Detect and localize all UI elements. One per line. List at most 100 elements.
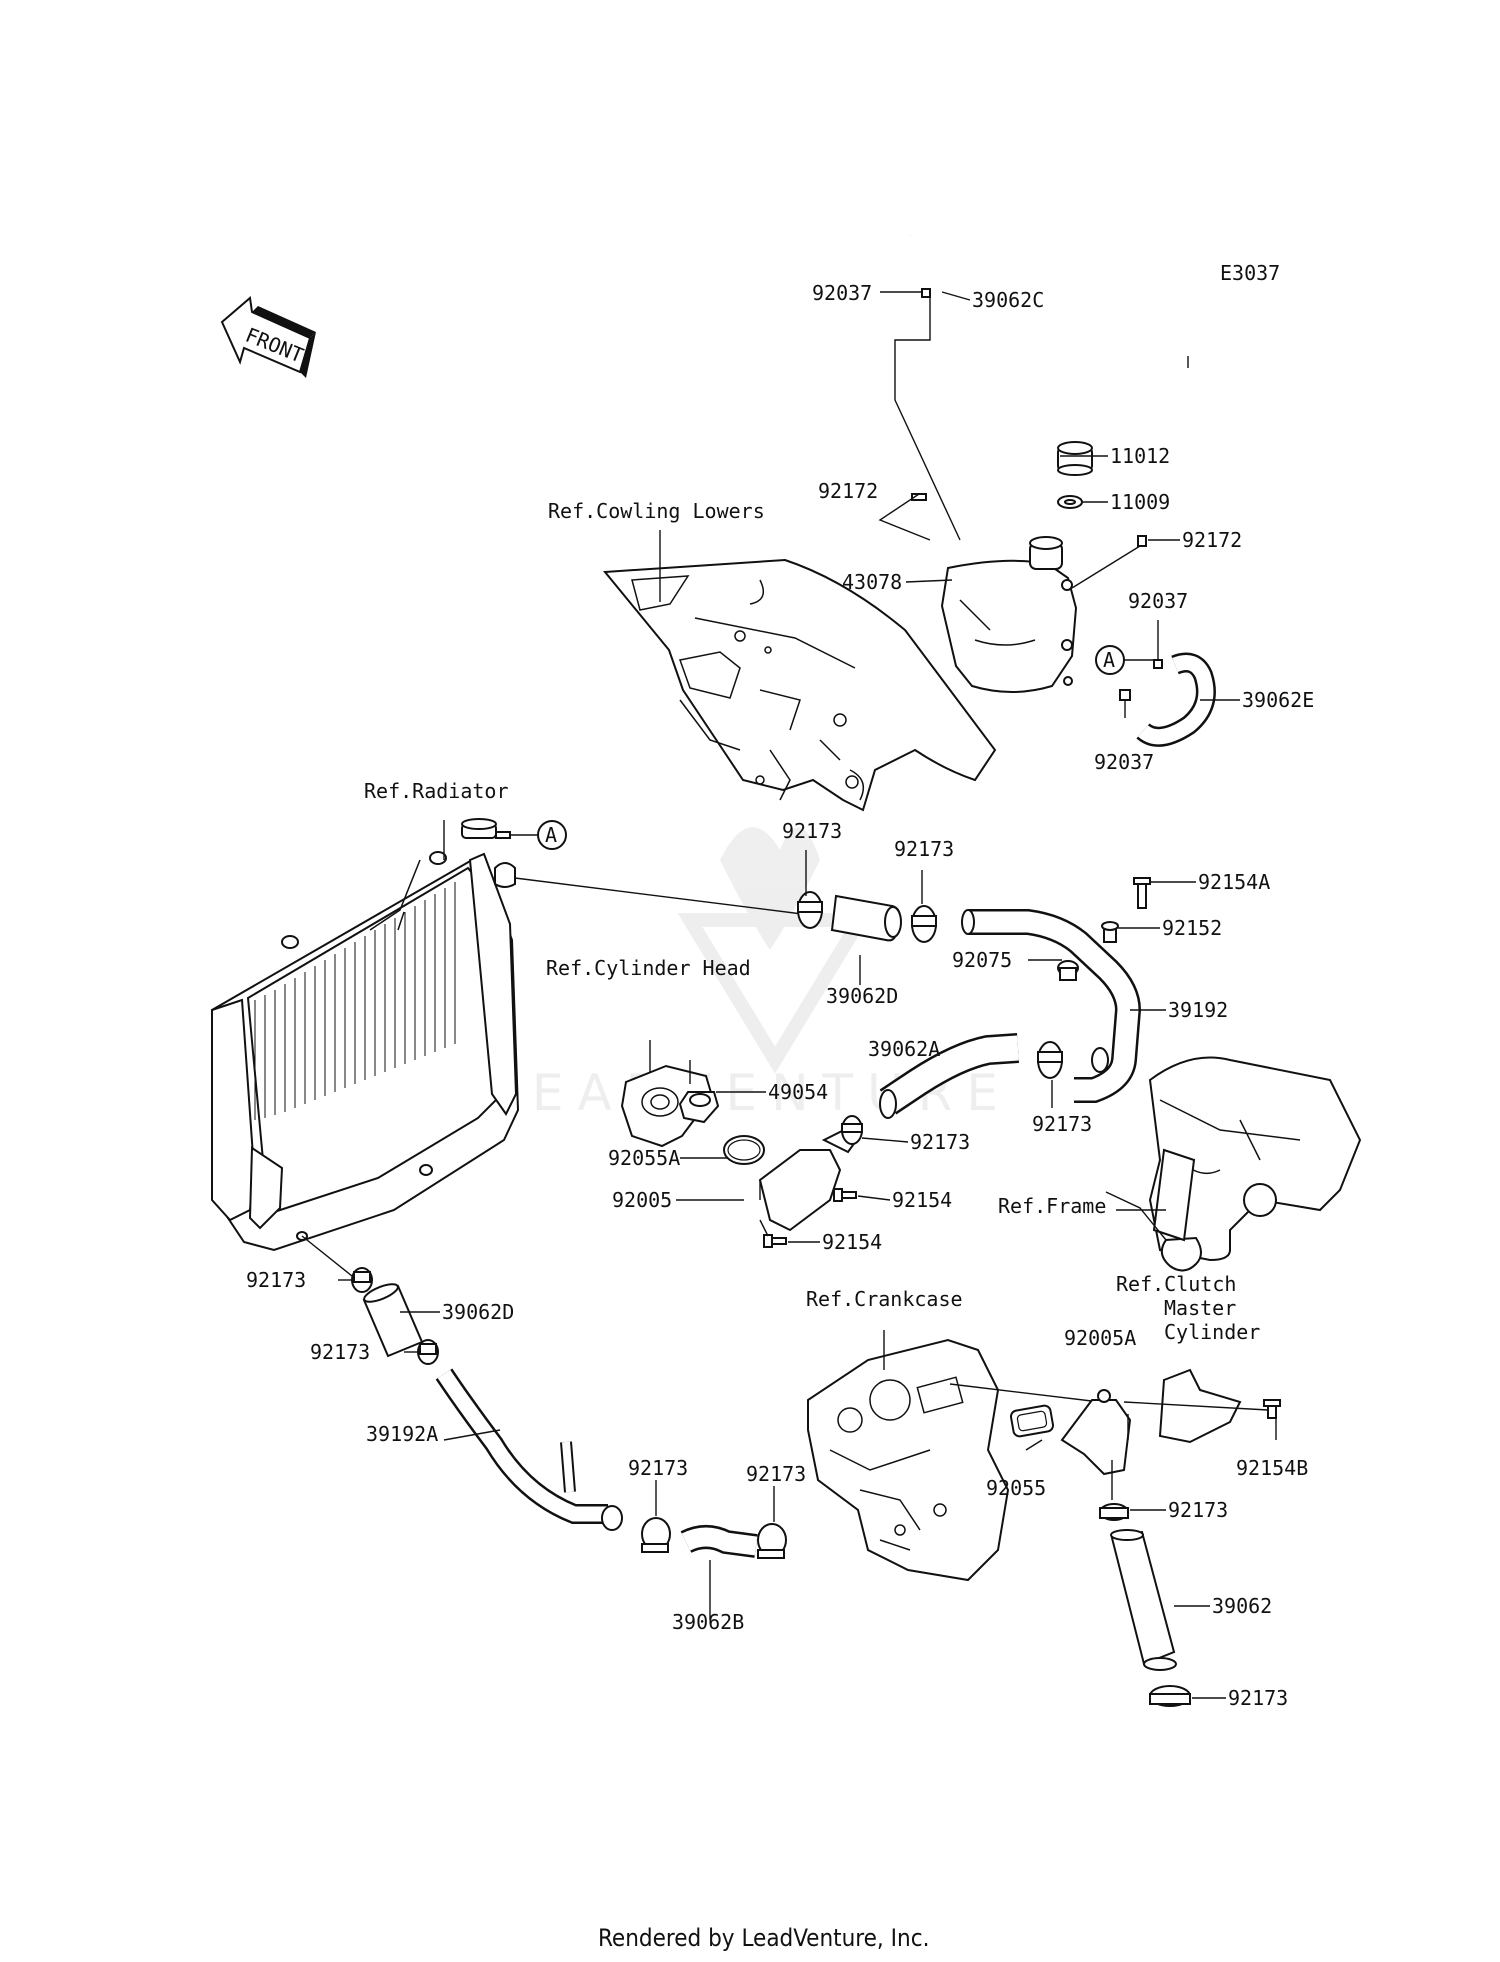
grommet-92075 — [1057, 960, 1079, 981]
pipe-39192 — [961, 909, 1142, 1103]
label-92075: 92075 — [952, 948, 1012, 972]
clamp-92173-c — [1037, 1041, 1063, 1079]
bolt-92172-right — [1071, 535, 1147, 589]
label-92173-f: 92173 — [310, 1340, 370, 1364]
ref-clutch-master: Master — [1164, 1296, 1236, 1320]
ref-cowling-lowers: Ref.Cowling Lowers — [548, 499, 765, 523]
label-43078: 43078 — [842, 570, 902, 594]
thermostat-49054 — [678, 1060, 720, 1124]
hose-39062B — [680, 1525, 758, 1620]
bolt-92154-b — [759, 1219, 787, 1248]
bolt-92154A — [1133, 877, 1151, 909]
hose-39062A — [879, 1033, 1019, 1119]
gasket-92055 — [1009, 1404, 1055, 1438]
reference-labels: Ref.Cowling Lowers Ref.Radiator Ref.Cyli… — [364, 499, 1260, 1344]
label-39062D-bottom: 39062D — [442, 1300, 514, 1324]
ref-frame: Ref.Frame — [998, 1194, 1106, 1218]
cylinder-head-ref — [620, 1064, 714, 1148]
label-92173-b: 92173 — [894, 837, 954, 861]
label-92173-d: 92173 — [910, 1130, 970, 1154]
radiator-fins — [254, 882, 456, 1120]
clamp-92173-h — [757, 1523, 787, 1559]
clamp-92173-f — [417, 1339, 439, 1365]
clip-92037-top — [921, 288, 931, 298]
radiator — [210, 818, 520, 1252]
label-39062A: 39062A — [868, 1037, 940, 1061]
label-49054: 49054 — [768, 1080, 828, 1104]
ref-clutch: Ref.Clutch — [1116, 1272, 1236, 1296]
label-92173-h: 92173 — [746, 1462, 806, 1486]
bolt-92154B — [1263, 1399, 1281, 1419]
label-92173-g: 92173 — [628, 1456, 688, 1480]
clamp-92173-i — [1099, 1503, 1129, 1521]
hose-39062 — [1110, 1460, 1177, 1671]
label-92173-a: 92173 — [782, 819, 842, 843]
label-92154B: 92154B — [1236, 1456, 1308, 1480]
cap-gasket — [1057, 495, 1083, 509]
callout-a-top: A — [1095, 645, 1125, 675]
label-92154-b: 92154 — [822, 1230, 882, 1254]
label-92172-right: 92172 — [1182, 528, 1242, 552]
pipe-39192A — [435, 1368, 623, 1531]
label-39062E: 39062E — [1242, 688, 1314, 712]
clamp-92173-g — [641, 1517, 671, 1553]
label-92037-top: 92037 — [812, 281, 872, 305]
label-92037-bottom: 92037 — [1094, 750, 1154, 774]
ref-clutch-cylinder: Cylinder — [1164, 1320, 1260, 1344]
crankcase-ref — [807, 1338, 1010, 1582]
label-92173-j: 92173 — [1228, 1686, 1288, 1710]
label-92173-i: 92173 — [1168, 1498, 1228, 1522]
thermostat-cover-92005 — [758, 1126, 860, 1232]
label-39192: 39192 — [1168, 998, 1228, 1022]
label-92173-c: 92173 — [1032, 1112, 1092, 1136]
label-92172-left: 92172 — [818, 479, 878, 503]
ref-cylinder-head: Ref.Cylinder Head — [546, 956, 751, 980]
hose-39062C — [894, 219, 961, 541]
label-92055A: 92055A — [608, 1146, 680, 1170]
label-39062: 39062 — [1212, 1594, 1272, 1618]
bolt-92172-left — [878, 493, 931, 541]
ref-radiator: Ref.Radiator — [364, 779, 509, 803]
label-11009: 11009 — [1110, 490, 1170, 514]
footer-credit: Rendered by LeadVenture, Inc. — [598, 1924, 929, 1952]
hose-39062D-bottom — [362, 1283, 424, 1358]
front-arrow-icon: FRONT — [220, 296, 316, 378]
callout-a-radiator: A — [495, 820, 567, 850]
label-39062B: 39062B — [672, 1610, 744, 1634]
label-92154A: 92154A — [1198, 870, 1270, 894]
reservoir-cap — [1057, 441, 1093, 476]
clamp-92173-a — [797, 891, 823, 929]
ref-crankcase: Ref.Crankcase — [806, 1287, 963, 1311]
label-39062C: 39062C — [972, 288, 1044, 312]
label-39062D-top: 39062D — [826, 984, 898, 1008]
diagram-code: E3037 — [1220, 261, 1280, 285]
label-92154-a: 92154 — [892, 1188, 952, 1212]
clamp-92173-b — [911, 905, 937, 943]
bolt-92154-a — [833, 1188, 857, 1202]
clamp-92173-e — [351, 1267, 373, 1293]
label-92152: 92152 — [1162, 916, 1222, 940]
label-92005: 92005 — [612, 1188, 672, 1212]
label-39192A: 39192A — [366, 1422, 438, 1446]
reservoir-tank — [940, 536, 1078, 693]
clip-92037-bottom — [1119, 689, 1131, 718]
label-11012: 11012 — [1110, 444, 1170, 468]
cowling-lowers — [602, 558, 997, 812]
label-92055: 92055 — [986, 1476, 1046, 1500]
clamp-92173-d — [841, 1115, 863, 1145]
callout-a-label: A — [1103, 648, 1115, 672]
hose-39062E — [1136, 652, 1216, 747]
callout-a-label-2: A — [545, 823, 557, 847]
oring-92055A — [723, 1135, 765, 1165]
label-92173-e: 92173 — [246, 1268, 306, 1292]
collar-92152 — [1101, 921, 1119, 943]
label-92005A: 92005A — [1064, 1326, 1136, 1350]
label-92037-right: 92037 — [1128, 589, 1188, 613]
clamp-92173-j — [1149, 1685, 1191, 1707]
part-labels: 92037 39062C 11012 11009 92172 92172 430… — [246, 281, 1314, 1710]
leader-lines — [338, 291, 1277, 1699]
frame — [1148, 1056, 1362, 1272]
water-pipe-92005A — [1060, 1389, 1132, 1476]
